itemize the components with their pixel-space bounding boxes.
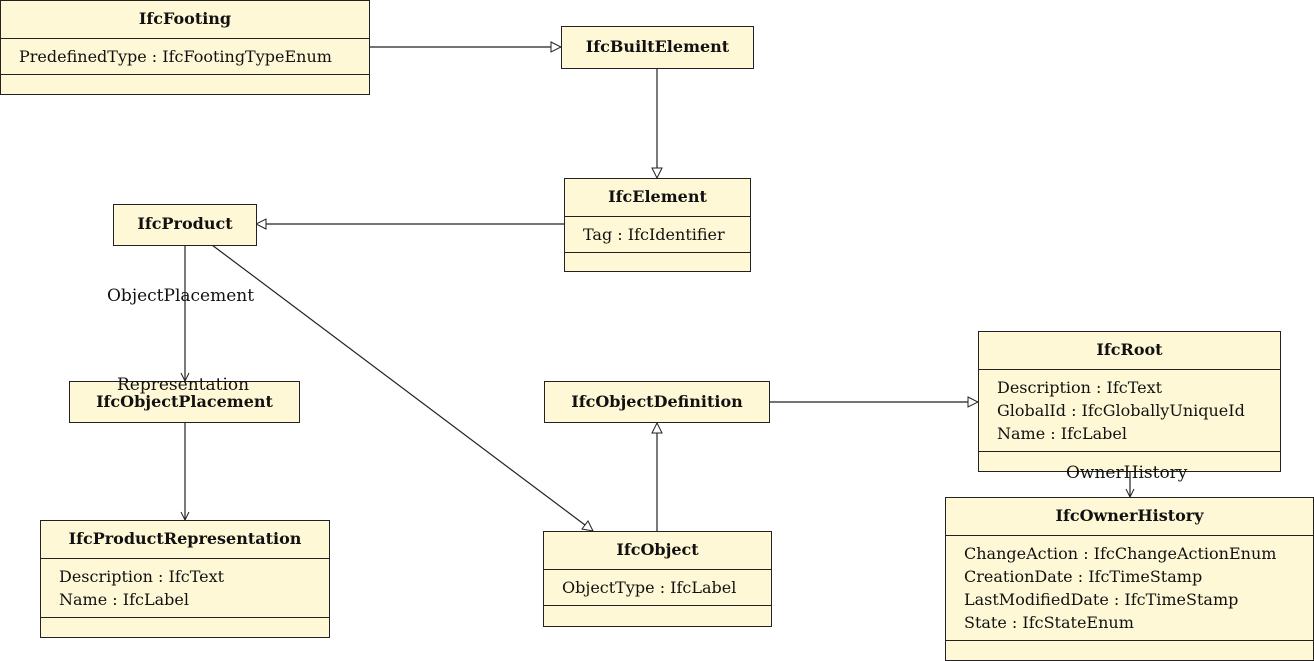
attribute-list: Description : IfcText GlobalId : IfcGlob… — [979, 369, 1280, 451]
edge-label-representation: Representation — [117, 375, 250, 395]
class-name: IfcRoot — [1096, 340, 1163, 359]
class-ifcproduct[interactable]: IfcProduct — [113, 204, 257, 246]
operations-compartment — [946, 640, 1313, 657]
class-name: IfcObjectDefinition — [571, 392, 743, 411]
attribute: PredefinedType : IfcFootingTypeEnum — [19, 47, 332, 66]
attribute: Name : IfcLabel — [997, 424, 1127, 443]
attribute-list: Tag : IfcIdentifier — [565, 216, 750, 252]
edge-label-object-placement: ObjectPlacement — [107, 286, 255, 306]
operations-compartment — [1, 74, 369, 92]
attribute: LastModifiedDate : IfcTimeStamp — [964, 590, 1239, 609]
attribute-list: PredefinedType : IfcFootingTypeEnum — [1, 38, 369, 74]
attribute: ObjectType : IfcLabel — [562, 578, 737, 597]
edge-label-owner-history: OwnerHistory — [1066, 463, 1188, 483]
class-name: IfcElement — [608, 187, 707, 206]
class-ifcbuiltelement[interactable]: IfcBuiltElement — [561, 26, 754, 69]
class-name: IfcOwnerHistory — [1055, 506, 1204, 525]
class-ifcobject[interactable]: IfcObject ObjectType : IfcLabel — [543, 531, 772, 627]
operations-compartment — [41, 617, 329, 635]
class-name: IfcObjectPlacement — [96, 392, 273, 411]
class-name: IfcProductRepresentation — [68, 529, 302, 548]
class-ifcobjectplacement[interactable]: IfcObjectPlacement — [69, 381, 300, 423]
attribute: State : IfcStateEnum — [964, 613, 1134, 632]
class-ifcelement[interactable]: IfcElement Tag : IfcIdentifier — [564, 178, 751, 272]
class-ifcproductrepresentation[interactable]: IfcProductRepresentation Description : I… — [40, 520, 330, 638]
operations-compartment — [544, 605, 771, 623]
attribute: Description : IfcText — [59, 567, 225, 586]
attribute-list: ObjectType : IfcLabel — [544, 569, 771, 605]
operations-compartment — [979, 451, 1280, 469]
class-name: IfcFooting — [138, 9, 232, 28]
operations-compartment — [565, 252, 750, 270]
class-name: IfcBuiltElement — [585, 37, 730, 56]
class-name: IfcProduct — [137, 214, 233, 233]
class-name: IfcObject — [616, 540, 699, 559]
attribute: CreationDate : IfcTimeStamp — [964, 567, 1203, 586]
class-ifcroot[interactable]: IfcRoot Description : IfcText GlobalId :… — [978, 331, 1281, 472]
attribute: Tag : IfcIdentifier — [583, 225, 725, 244]
class-ifcownerhistory[interactable]: IfcOwnerHistory ChangeAction : IfcChange… — [945, 497, 1314, 661]
attribute: Description : IfcText — [997, 378, 1163, 397]
attribute: GlobalId : IfcGloballyUniqueId — [997, 401, 1245, 420]
class-ifcobjectdefinition[interactable]: IfcObjectDefinition — [544, 381, 770, 423]
edge-product-object — [211, 244, 593, 531]
attribute-list: ChangeAction : IfcChangeActionEnum Creat… — [946, 535, 1313, 640]
attribute: Name : IfcLabel — [59, 590, 189, 609]
attribute: ChangeAction : IfcChangeActionEnum — [964, 544, 1277, 563]
class-ifcfooting[interactable]: IfcFooting PredefinedType : IfcFootingTy… — [0, 0, 370, 95]
attribute-list: Description : IfcText Name : IfcLabel — [41, 558, 329, 617]
